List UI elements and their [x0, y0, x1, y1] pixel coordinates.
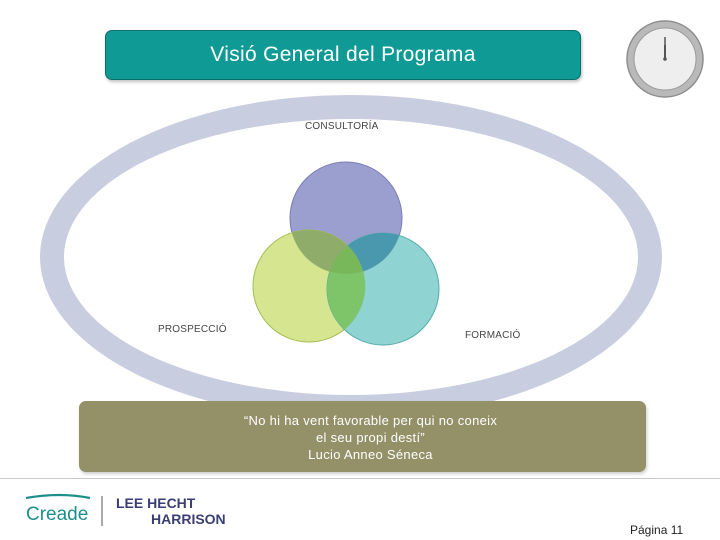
title-banner: Visió General del Programa [105, 30, 581, 80]
brand-creade: Creade [26, 504, 88, 525]
footer-divider [0, 478, 720, 479]
quote-box: “No hi ha vent favorable per qui no cone… [79, 401, 646, 472]
page-title: Visió General del Programa [210, 43, 476, 66]
quote-line-2: el seu propi destí” [315, 430, 426, 445]
overlap-center [327, 233, 365, 274]
brand-lhh-line2: HARRISON [151, 511, 226, 527]
label-prospeccio: PROSPECCIÓ [158, 324, 227, 335]
company-logo: Creade LEE HECHT HARRISON [25, 493, 226, 527]
page-number: Página 11 [630, 523, 684, 537]
venn-diagram [39, 94, 663, 420]
brand-lhh-line1: LEE HECHT [116, 495, 196, 511]
label-formacio: FORMACIÓ [465, 330, 521, 341]
quote-author: Lucio Anneo Séneca [308, 447, 433, 462]
label-consultoria: CONSULTORÍA [305, 121, 379, 132]
quote-line-1: “No hi ha vent favorable per qui no cone… [243, 413, 498, 428]
clock-icon [626, 20, 704, 98]
